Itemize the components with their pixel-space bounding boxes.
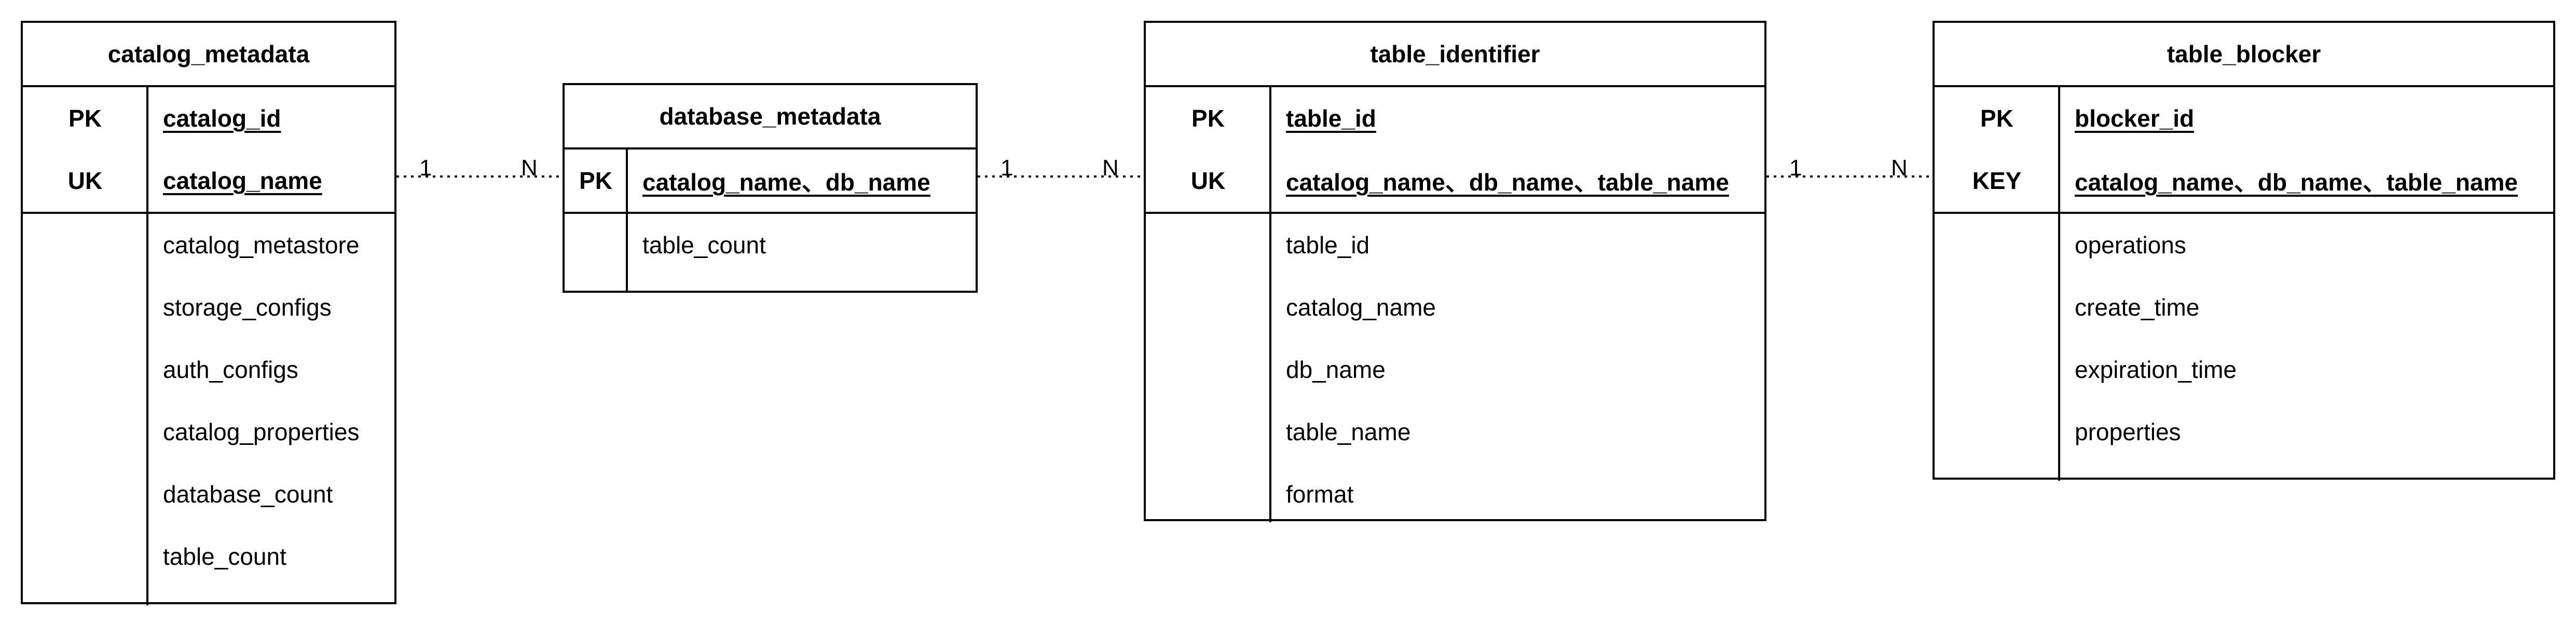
key-type: KEY [1972, 167, 2022, 194]
attribute-name: properties [2075, 418, 2181, 445]
key-section: PK table_id UK catalog_name、db_name、tabl… [1146, 87, 1764, 214]
attribute-section: table_count [565, 214, 976, 291]
cardinality-many-label: N [1102, 155, 1119, 181]
attribute-name: auth_configs [163, 356, 298, 383]
key-section: PK catalog_name、db_name [565, 150, 976, 214]
attribute-name: db_name [1286, 356, 1386, 383]
key-row: KEY catalog_name、db_name、table_name [1935, 150, 2553, 212]
key-name: catalog_id [163, 105, 281, 132]
key-type: PK [1980, 105, 2013, 132]
attribute-row: table_id [1146, 214, 1764, 276]
attribute-name: table_count [642, 232, 766, 259]
attribute-row: table_count [565, 214, 976, 276]
attribute-row: db_name [1146, 338, 1764, 401]
key-row: UK catalog_name [23, 150, 394, 212]
entity-title: database_metadata [565, 85, 976, 150]
entity-title: catalog_metadata [23, 23, 394, 87]
attribute-row: table_count [23, 525, 394, 588]
attribute-name: table_id [1286, 232, 1370, 259]
attribute-section: table_id catalog_name db_name table_name… [1146, 214, 1764, 522]
key-type: UK [67, 167, 103, 194]
entity-catalog-metadata: catalog_metadata PK catalog_id UK catalo… [21, 21, 396, 605]
attribute-name: expiration_time [2075, 356, 2237, 383]
cardinality-many-label: N [521, 155, 538, 181]
key-section: PK blocker_id KEY catalog_name、db_name、t… [1935, 87, 2553, 214]
attribute-row: create_time [1935, 276, 2553, 338]
key-name: catalog_name、db_name [642, 169, 930, 196]
attribute-row: table_name [1146, 401, 1764, 463]
key-name: catalog_name、db_name、table_name [2075, 169, 2518, 196]
entity-title: table_identifier [1146, 23, 1764, 87]
cardinality-one-label: 1 [419, 155, 432, 181]
attribute-row: format [1146, 463, 1764, 525]
attribute-name: catalog_metastore [163, 232, 360, 259]
entity-table-identifier: table_identifier PK table_id UK catalog_… [1144, 21, 1766, 522]
attribute-row: operations [1935, 214, 2553, 276]
entity-database-metadata: database_metadata PK catalog_name、db_nam… [563, 83, 978, 293]
attribute-name: operations [2075, 232, 2186, 259]
attribute-name: storage_configs [163, 294, 332, 321]
attribute-row: storage_configs [23, 276, 394, 338]
attribute-name: catalog_name [1286, 294, 1436, 321]
key-name: table_id [1286, 105, 1376, 132]
key-type: UK [1190, 167, 1226, 194]
entity-title: table_blocker [1935, 23, 2553, 87]
key-row: UK catalog_name、db_name、table_name [1146, 150, 1764, 212]
attribute-name: format [1286, 481, 1354, 508]
attribute-row: properties [1935, 401, 2553, 463]
key-section: PK catalog_id UK catalog_name [23, 87, 394, 214]
attribute-row: auth_configs [23, 338, 394, 401]
cardinality-one-label: 1 [1789, 155, 1802, 181]
key-row: PK blocker_id [1935, 87, 2553, 150]
key-name: blocker_id [2075, 105, 2195, 132]
key-row: PK catalog_name、db_name [565, 150, 976, 212]
key-type: PK [579, 167, 612, 194]
attribute-row: catalog_name [1146, 276, 1764, 338]
cardinality-many-label: N [1891, 155, 1908, 181]
key-row: PK table_id [1146, 87, 1764, 150]
attribute-row: catalog_metastore [23, 214, 394, 276]
key-name: catalog_name [163, 167, 322, 194]
attribute-name: database_count [163, 481, 333, 508]
key-type: PK [1191, 105, 1225, 132]
entity-table-blocker: table_blocker PK blocker_id KEY catalog_… [1933, 21, 2555, 481]
key-type: PK [68, 105, 102, 132]
cardinality-one-label: 1 [1001, 155, 1013, 181]
attribute-section: catalog_metastore storage_configs auth_c… [23, 214, 394, 605]
key-name: catalog_name、db_name、table_name [1286, 169, 1729, 196]
attribute-name: create_time [2075, 294, 2200, 321]
attribute-row: expiration_time [1935, 338, 2553, 401]
key-row: PK catalog_id [23, 87, 394, 150]
attribute-name: catalog_properties [163, 418, 360, 445]
attribute-section: operations create_time expiration_time p… [1935, 214, 2553, 481]
attribute-row: database_count [23, 463, 394, 525]
attribute-name: table_count [163, 543, 286, 570]
attribute-row: catalog_properties [23, 401, 394, 463]
attribute-name: table_name [1286, 418, 1411, 445]
